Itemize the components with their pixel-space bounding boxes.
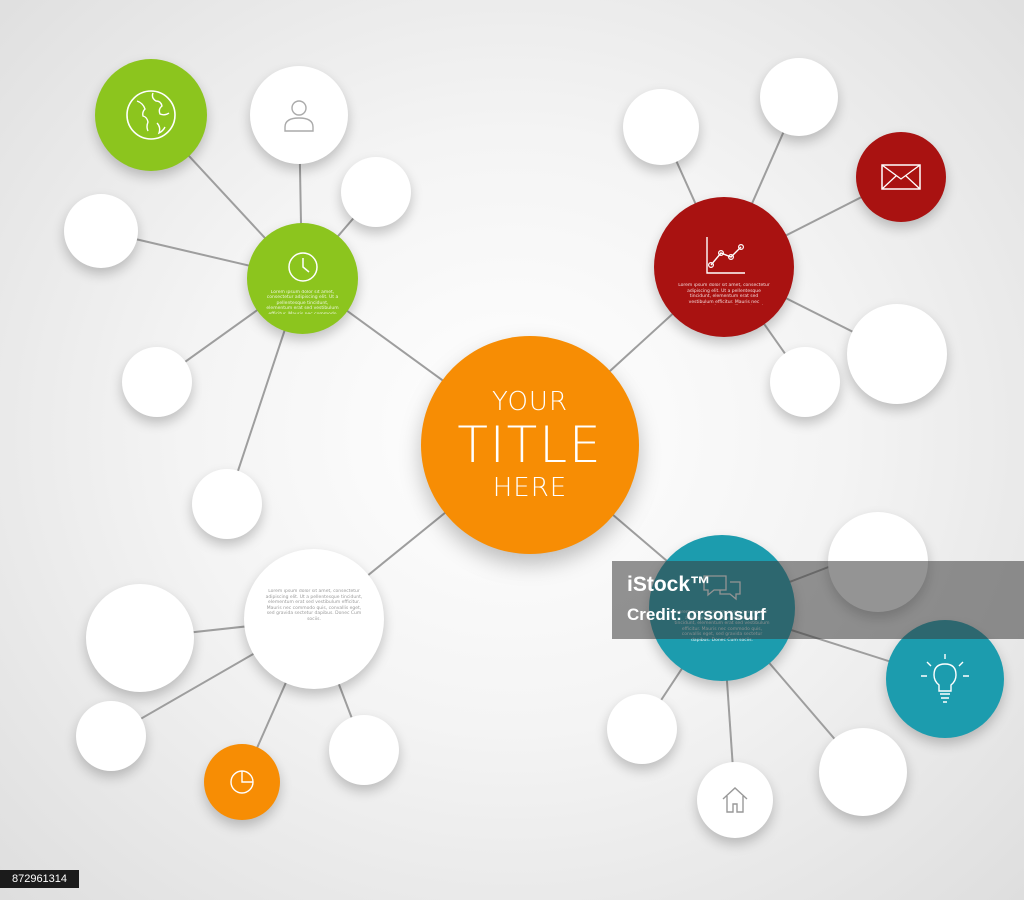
pie-chart-icon [230, 770, 254, 794]
empty-node[interactable] [329, 715, 399, 785]
empty-node[interactable] [86, 584, 194, 692]
pie-chart-node[interactable] [204, 744, 280, 820]
empty-node[interactable] [760, 58, 838, 136]
title-line-1: YOUR [491, 387, 569, 417]
title-line-2: TITLE [457, 416, 603, 474]
node-description: Lorem ipsum dolor sit amet, consectetur … [266, 289, 339, 314]
image-id-tag: 872961314 [0, 870, 79, 888]
title-line-3: HERE [492, 473, 568, 503]
clock-hub-node[interactable]: Lorem ipsum dolor sit amet, consectetur … [247, 223, 358, 334]
mail-node[interactable] [856, 132, 946, 222]
watermark-credit: Credit: orsonsurf [627, 605, 766, 624]
empty-node[interactable] [76, 701, 146, 771]
node-description: Lorem ipsum dolor sit amet, consectetur … [265, 589, 363, 622]
empty-node[interactable] [64, 194, 138, 268]
mail-icon [881, 164, 921, 190]
empty-node[interactable] [819, 728, 907, 816]
central-title-node[interactable]: YOUR TITLE HERE [421, 336, 639, 554]
empty-node[interactable] [770, 347, 840, 417]
watermark-logo: iStock™ [627, 573, 712, 596]
globe-icon [126, 90, 176, 140]
empty-node[interactable] [341, 157, 411, 227]
empty-node[interactable] [122, 347, 192, 417]
home-node[interactable] [697, 762, 773, 838]
node-description: Lorem ipsum dolor sit amet, consectetur … [678, 283, 770, 305]
clock-icon [287, 251, 318, 282]
home-icon [722, 787, 748, 813]
chart-icon [706, 237, 745, 274]
empty-node[interactable] [192, 469, 262, 539]
empty-node[interactable] [847, 304, 947, 404]
empty-node[interactable] [607, 694, 677, 764]
user-node[interactable] [250, 66, 348, 164]
watermark-banner [612, 561, 1024, 639]
lightbulb-icon [921, 654, 969, 703]
chart-hub-node[interactable]: Lorem ipsum dolor sit amet, consectetur … [654, 197, 794, 337]
empty-node[interactable] [623, 89, 699, 165]
lightbulb-node[interactable] [886, 620, 1004, 738]
globe-node[interactable] [95, 59, 207, 171]
user-icon [284, 100, 314, 132]
text-hub-node[interactable]: Lorem ipsum dolor sit amet, consectetur … [244, 549, 384, 689]
